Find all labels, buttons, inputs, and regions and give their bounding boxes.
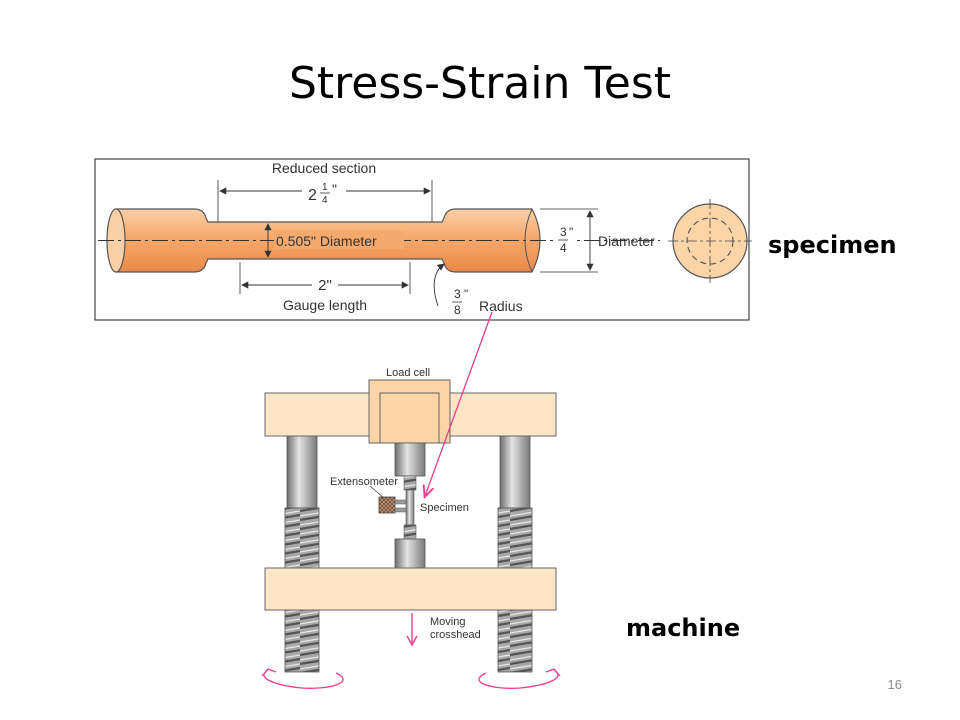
lower-grip <box>394 538 426 569</box>
specimen-in-machine <box>405 489 415 526</box>
moving-label: Moving <box>430 616 465 628</box>
radius-inch-mark: " <box>464 287 468 301</box>
radius-label: Radius <box>479 298 523 314</box>
extensometer <box>378 496 407 514</box>
reduced-section-label: Reduced section <box>272 160 376 176</box>
reduced-length-whole: 2 <box>308 187 317 204</box>
radius-num: 3 <box>454 287 461 301</box>
gauge-label-mask <box>274 231 404 249</box>
crosshead-arrowhead <box>406 635 418 647</box>
radius-den: 8 <box>454 303 461 317</box>
gauge-length-mask <box>312 276 338 292</box>
gauge-length-value: 2" <box>318 277 332 294</box>
load-cell-body <box>379 392 440 444</box>
specimen-thread-bottom <box>403 524 417 540</box>
machine-label: machine <box>626 614 741 642</box>
end-diameter-den: 4 <box>560 241 567 255</box>
crosshead-label: crosshead <box>430 629 481 641</box>
specimen-link-arrow <box>425 311 493 496</box>
extensometer-label: Extensometer <box>330 476 398 488</box>
radius-leader <box>433 263 445 307</box>
right-rotation-arrow <box>478 668 561 689</box>
load-cell-label: Load cell <box>386 367 430 379</box>
reduced-length-den: 4 <box>322 195 328 206</box>
machine-figure: Load cell Extensometer Specimen Moving c… <box>261 367 561 689</box>
left-rotation-arrow <box>261 668 344 689</box>
gauge-length-label: Gauge length <box>283 297 367 313</box>
specimen-machine-label: Specimen <box>420 502 469 514</box>
end-inch-mark: " <box>569 225 573 239</box>
reduced-length-num: 1 <box>322 182 328 193</box>
end-diameter-label: Diameter <box>598 233 655 249</box>
left-column <box>284 435 320 673</box>
specimen-figure: Reduced section 2 1 4 " 0.505" Diameter … <box>94 158 752 321</box>
slide-title: Stress-Strain Test <box>288 58 672 109</box>
extensometer-leader <box>369 485 385 499</box>
cross-section-view <box>668 199 752 283</box>
end-diameter-num: 3 <box>560 225 567 239</box>
specimen-thread-top <box>403 475 417 491</box>
upper-grip <box>394 442 426 477</box>
specimen-label: specimen <box>768 231 897 259</box>
right-column <box>497 435 533 673</box>
reduced-inch-mark: " <box>332 181 337 197</box>
gauge-diameter-label: 0.505" Diameter <box>276 233 377 249</box>
reduced-dim-mask <box>302 181 346 203</box>
page-number: 16 <box>887 677 902 692</box>
moving-crosshead <box>264 567 557 611</box>
